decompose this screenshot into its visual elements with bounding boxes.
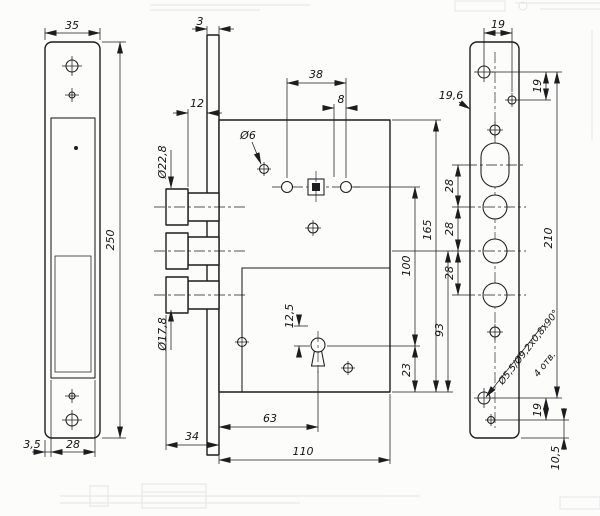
case-screw-left bbox=[235, 335, 249, 349]
dim-label: 28 bbox=[66, 438, 80, 451]
faceplate-outline bbox=[44, 41, 101, 439]
screw-hole-bottom bbox=[62, 410, 82, 430]
dim-front-screw-gap: 19 bbox=[519, 71, 551, 101]
screw-hole-top bbox=[474, 62, 494, 82]
hub-hole-right bbox=[339, 180, 353, 194]
dim-label: 12 bbox=[190, 97, 204, 110]
dim-label: Ø22,8 bbox=[156, 145, 169, 179]
dim-hub-offset: 8 bbox=[322, 93, 358, 177]
dim-left-height: 250 bbox=[102, 41, 126, 439]
dim-label: 210 bbox=[542, 228, 555, 249]
pin-hole-top bbox=[65, 88, 79, 102]
pin-hole-top bbox=[505, 93, 519, 107]
dim-label: 28 bbox=[443, 266, 456, 280]
dim-label: 110 bbox=[293, 445, 314, 458]
dim-label: 165 bbox=[421, 220, 434, 241]
dim-label: 34 bbox=[185, 430, 199, 443]
dim-lower-height: 93 bbox=[392, 250, 453, 393]
bolt-2 bbox=[165, 232, 220, 270]
dim-key-x: 63 bbox=[218, 368, 319, 432]
case-screw-top bbox=[305, 220, 321, 236]
dim-label: 3,5 bbox=[23, 438, 41, 451]
dim-label: 8 bbox=[338, 93, 345, 106]
dim-label: 28 bbox=[443, 179, 456, 193]
keyhole bbox=[310, 331, 326, 373]
case-screw-right bbox=[341, 361, 355, 375]
label-bolt-head-dia: Ø22,8 bbox=[156, 145, 174, 189]
faceplate-window bbox=[50, 117, 96, 379]
dim-body-height: 165 bbox=[392, 119, 453, 393]
dim-plate-thickness: 3 bbox=[192, 15, 234, 34]
pin-hole bbox=[257, 162, 271, 176]
dim-label: 19 bbox=[531, 403, 544, 417]
dim-label: Ø6 bbox=[239, 129, 256, 142]
dim-label: 19 bbox=[531, 79, 544, 93]
dim-label: 35 bbox=[65, 19, 79, 32]
view-lock-body bbox=[154, 34, 391, 456]
view-left-faceplate bbox=[44, 41, 101, 439]
dim-left-width: 35 bbox=[44, 19, 101, 40]
note-count-label: 4 отв. bbox=[532, 350, 559, 380]
fixing-screw-lower bbox=[487, 324, 503, 340]
dim-label: 19 bbox=[491, 18, 505, 31]
dim-label: 63 bbox=[263, 412, 277, 425]
pin-hole-bottom bbox=[485, 414, 497, 426]
dim-left-bottom: 3,5 28 bbox=[23, 380, 96, 457]
dim-key-offset: 12,5 bbox=[283, 304, 310, 358]
dim-hub-to-key: 100 bbox=[327, 186, 420, 347]
dim-label: 38 bbox=[309, 68, 323, 81]
label-pin-dia: Ø6 bbox=[239, 129, 262, 165]
dim-front-pitches: 28 28 28 bbox=[443, 164, 466, 296]
dim-label: 10,5 bbox=[549, 446, 562, 471]
dim-label: 93 bbox=[433, 323, 446, 337]
label-front-width: 19,6 bbox=[439, 89, 471, 110]
dim-key-to-bottom: 23 bbox=[400, 345, 418, 393]
pin-hole-bottom bbox=[65, 389, 79, 403]
dim-front-bottom-gap: 19 bbox=[497, 397, 569, 421]
dim-label: 28 bbox=[443, 222, 456, 236]
background-watermark bbox=[60, 0, 600, 510]
dim-bolt-extension: 34 bbox=[165, 315, 220, 450]
dim-front-hole-dx: 19 bbox=[483, 18, 513, 92]
dim-hub-span: 38 bbox=[286, 68, 347, 178]
dim-bolt-head-length: 12 bbox=[173, 97, 222, 187]
dim-label: 23 bbox=[400, 363, 413, 377]
dim-label: 250 bbox=[104, 230, 117, 251]
lock-case bbox=[218, 119, 391, 393]
rivet-dot bbox=[74, 146, 78, 150]
dim-front-edge: 10,5 bbox=[521, 408, 569, 470]
bolt-1 bbox=[165, 188, 220, 226]
dim-body-width: 110 bbox=[218, 394, 391, 464]
bolt-3 bbox=[165, 276, 220, 314]
label-bolt-dia: Ø17,8 bbox=[156, 309, 174, 352]
case-inner-partition bbox=[241, 267, 390, 392]
fixing-screw-upper bbox=[487, 122, 503, 138]
view-front-faceplate bbox=[464, 41, 526, 439]
dim-label: 3 bbox=[197, 15, 204, 28]
dim-front-span: 210 bbox=[492, 71, 562, 399]
screw-hole-top bbox=[62, 56, 82, 76]
dim-label: Ø17,8 bbox=[156, 317, 169, 351]
dim-label: 19,6 bbox=[439, 89, 464, 102]
dim-label: 12,5 bbox=[283, 304, 296, 329]
hub-hole-left bbox=[280, 180, 294, 194]
dim-label: 100 bbox=[400, 256, 413, 277]
faceplate-window-inner bbox=[54, 255, 92, 373]
